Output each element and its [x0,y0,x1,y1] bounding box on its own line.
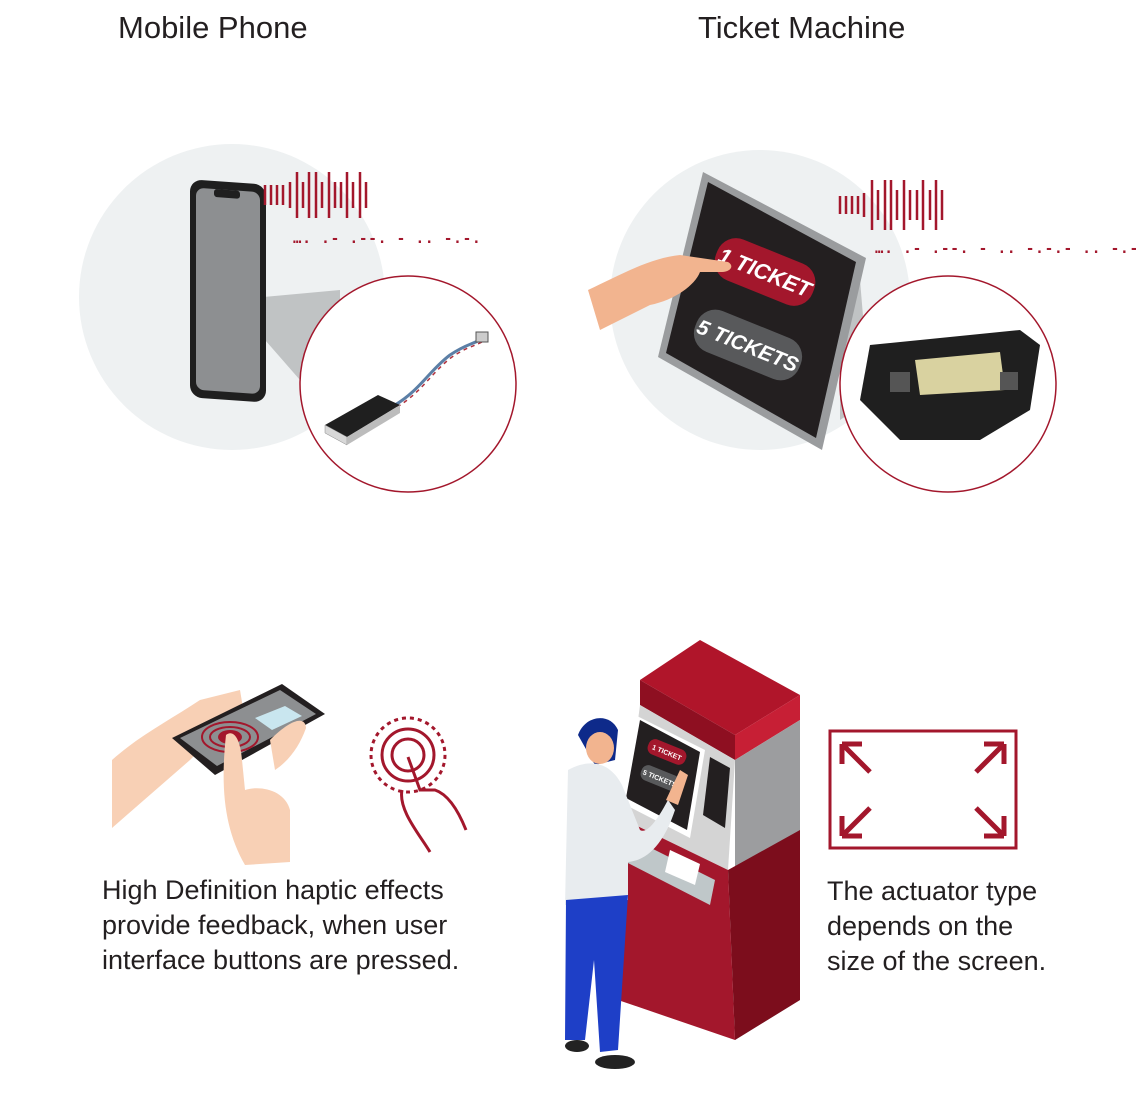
vibration-wave-icon [838,180,944,230]
caption-line: depends on the [827,911,1014,941]
hand-pointer-icon [588,255,732,330]
person-icon [565,718,688,1069]
zoom-circle-left [299,275,517,493]
printer-actuator-icon [860,330,1040,440]
caption-line: High Definition haptic effects [102,875,444,905]
hand-holding-phone-illustration [112,684,325,865]
smartphone-icon [190,180,266,402]
caption-line: The actuator type [827,876,1038,906]
morse-code-left: …. .- .--. - .. -.-. [293,231,482,247]
caption-line: provide feedback, when user [102,910,448,940]
expand-arrows-icon [828,729,1018,850]
caption-haptic-feedback: High Definition haptic effects provide f… [102,873,459,978]
actuator-module-icon [324,331,489,446]
title-mobile-phone: Mobile Phone [118,10,308,45]
morse-code-right: …. .- .--. - .. -.-.- .. -.-. [875,241,1136,257]
touch-ripple-icon [369,716,468,853]
caption-line: size of the screen. [827,946,1047,976]
ticket-kiosk-icon: 1 TICKET 5 TICKETS [618,640,800,1040]
caption-actuator-type: The actuator type depends on the size of… [827,874,1046,979]
ticket-machine-illustration: 1 TICKET 5 TICKETS …. .- .--. - .. -.-.-… [588,150,1136,493]
caption-line: interface buttons are pressed. [102,945,460,975]
touchscreen: 1 TICKET 5 TICKETS [658,172,866,450]
vibration-wave-icon [263,172,368,218]
title-ticket-machine: Ticket Machine [698,10,906,45]
mobile-phone-illustration: …. .- .--. - .. -.-. [79,144,517,493]
